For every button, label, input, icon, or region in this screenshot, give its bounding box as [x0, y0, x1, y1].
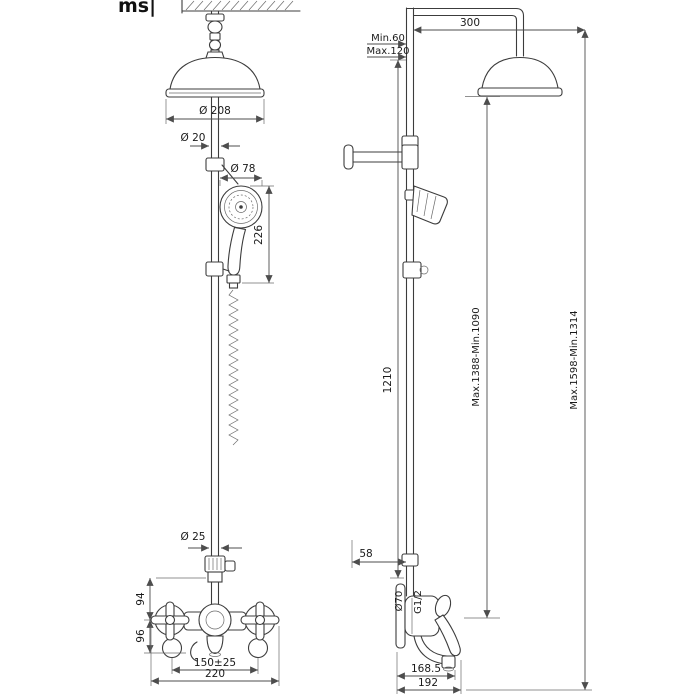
dim-valve-upper-offset: 94 — [135, 592, 147, 606]
dim-overall-depth: 192 — [418, 677, 438, 689]
tub-spout-front — [206, 635, 224, 655]
dim-ceiling-max: Max.120 — [367, 46, 410, 57]
mixer-valve-front — [150, 555, 280, 662]
dim-flange-diameter: Ø70 — [393, 591, 405, 612]
dim-handshower-diameter: Ø 78 — [231, 163, 256, 175]
ceiling-hatch — [181, 0, 301, 14]
dim-arm-reach: 300 — [460, 17, 480, 29]
cross-handle-left — [150, 601, 190, 641]
hand-shower — [219, 185, 263, 289]
brand-logo: ms| — [118, 0, 156, 17]
front-dimensions: Ø 208 Ø 20 Ø 78 226 Ø 25 94 — [135, 99, 280, 686]
supply-union-left — [161, 637, 183, 659]
dim-connection-thread: G1/2 — [413, 590, 424, 614]
front-view: ms| — [118, 0, 301, 686]
dim-pipe-diameter: Ø 20 — [181, 132, 206, 144]
dim-inlet-spacing: 150±25 — [194, 657, 236, 669]
shower-head-side — [477, 56, 563, 97]
dim-riser-diameter: Ø 25 — [181, 531, 206, 543]
lever-base — [434, 594, 452, 618]
dim-wall-offset: 58 — [359, 548, 372, 560]
slider-bracket-lower — [205, 261, 230, 277]
cross-handle-right — [240, 601, 280, 641]
valve-center-boss — [198, 603, 232, 637]
supply-union-right — [247, 637, 269, 659]
dim-overall-height-range: Max.1598-Min.1314 — [569, 310, 580, 409]
slider-clamp-side — [402, 261, 429, 279]
dim-valve-lower-offset: 96 — [135, 629, 147, 643]
wall-bracket-side — [343, 144, 419, 170]
spout-outlet — [441, 655, 456, 669]
riser-pipe-side — [405, 7, 525, 597]
lever-handle — [434, 614, 461, 657]
dim-head-diameter: Ø 208 — [199, 105, 231, 117]
brand-logo-text: ms| — [118, 0, 156, 17]
shower-head-front — [165, 51, 265, 98]
handshower-hook — [190, 641, 198, 662]
valve-side — [395, 553, 461, 672]
top-finial — [205, 13, 225, 57]
dim-riser-length: 1210 — [382, 367, 394, 394]
dim-overall-width: 220 — [205, 668, 225, 680]
shower-hose — [228, 289, 239, 446]
dim-spout-reach: 168.5 — [411, 663, 441, 675]
dim-ceiling-min: Min.60 — [371, 33, 405, 44]
dim-handshower-length: 226 — [253, 225, 265, 245]
dim-head-height-range: Max.1388-Min.1090 — [471, 307, 482, 406]
side-view: 300 Min.60 Max.120 1210 Max.1388-Min.109… — [343, 7, 592, 694]
hand-shower-side — [404, 185, 448, 225]
side-dimensions: 300 Min.60 Max.120 1210 Max.1388-Min.109… — [351, 17, 592, 694]
riser-pipe-front — [210, 10, 220, 605]
